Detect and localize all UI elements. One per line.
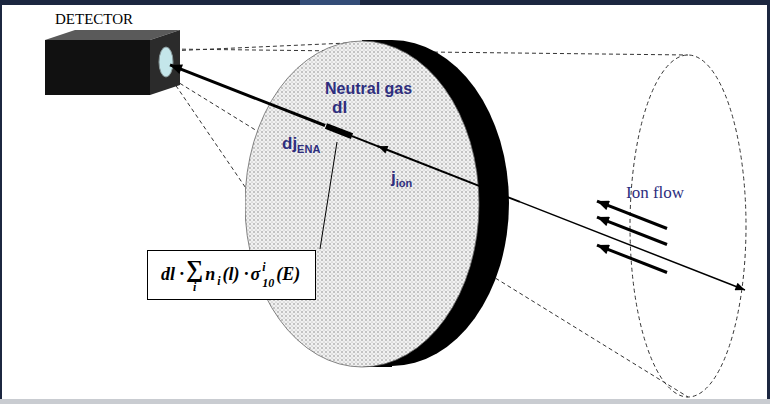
cube-front-face [45, 40, 150, 95]
ion-flow-arrow [597, 245, 667, 272]
superscript: i [262, 261, 265, 273]
subscript: i [217, 275, 220, 287]
formula-group: n [205, 264, 215, 286]
ion-flow-arrow [597, 217, 667, 244]
detector-lens [159, 47, 173, 77]
leader-line [320, 142, 337, 249]
left-frame-edge [0, 0, 2, 404]
formula-box: dl ·∑ini(l) ·σi10(E) [147, 250, 316, 300]
neutral-gas-disk: Neutral gas [245, 39, 511, 369]
detector-box: DETECTOR [45, 10, 181, 96]
formula-term: (l) · [222, 264, 248, 286]
top-banner-strip [0, 0, 770, 5]
formula-group: i 10 [262, 261, 274, 289]
disk-face [245, 41, 479, 367]
ion-flux-arrow [378, 146, 520, 202]
banner-glow [300, 0, 360, 5]
sum-index: i [193, 281, 196, 293]
formula-term: (E) [276, 264, 300, 286]
formula-term: dl · [161, 264, 184, 286]
formula-group: (E) [276, 264, 300, 286]
formula-group: dl · [161, 264, 184, 286]
formula-group: σ [250, 264, 260, 286]
flux-symbol: dj [282, 135, 297, 154]
flux-subscript: ENA [297, 143, 320, 155]
line-of-sight [520, 202, 745, 290]
right-frame-edge [767, 0, 770, 404]
cone-base-ellipse [630, 55, 746, 397]
ion-flow-arrow [597, 201, 667, 228]
bottom-frame-strip [0, 399, 770, 404]
subscript: 10 [262, 277, 274, 289]
view-cone [168, 41, 746, 397]
element-label: dl [332, 99, 347, 118]
flow-label: Ion flow [626, 184, 684, 203]
formula-group: ∑i [186, 257, 203, 293]
detector-label: DETECTOR [55, 11, 133, 28]
cube-side-face [150, 30, 180, 95]
flux-subscript: ion [396, 177, 413, 189]
dl-element [326, 126, 352, 136]
sum-symbol: ∑ [186, 257, 203, 281]
ion-flux-line [352, 136, 380, 147]
ena-flux-arrow [170, 65, 325, 126]
region-label: Neutral gas [325, 80, 412, 98]
formula-term: n [205, 264, 215, 286]
formula-group: i [217, 263, 220, 287]
formula-term: σ [250, 264, 260, 286]
formula-group: (l) · [222, 264, 248, 286]
ion-flow-arrows [597, 201, 667, 272]
flux-symbol: j [391, 169, 396, 188]
